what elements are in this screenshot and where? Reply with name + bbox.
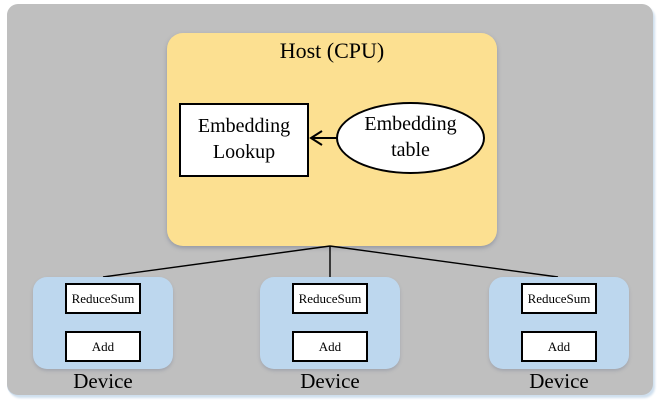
embedding-lookup-label-line2: Lookup [212,141,276,163]
host-cpu-title: Host (CPU) [279,38,385,63]
device-panel-2: ReduceSum Add [260,277,400,369]
device-panel-3: ReduceSum Add [489,277,629,369]
embedding-lookup-node: Embedding Lookup [179,103,309,177]
device-label-3: Device [529,369,589,393]
device-panel-1: ReduceSum Add [33,277,173,369]
embedding-table-label-line2: table [391,139,430,161]
add-node-1: Add [65,331,141,362]
reducesum-node-2: ReduceSum [292,283,368,314]
add-node-2: Add [292,331,368,362]
embedding-lookup-label-line1: Embedding [197,115,291,138]
device-label-1: Device [73,369,133,393]
reducesum-node-1: ReduceSum [65,283,141,314]
device-label-2: Device [300,369,360,393]
add-node-3: Add [521,331,597,362]
embedding-table-label-line1: Embedding [364,113,457,136]
reducesum-node-3: ReduceSum [521,283,597,314]
embedding-table-node: Embedding table [336,102,485,174]
